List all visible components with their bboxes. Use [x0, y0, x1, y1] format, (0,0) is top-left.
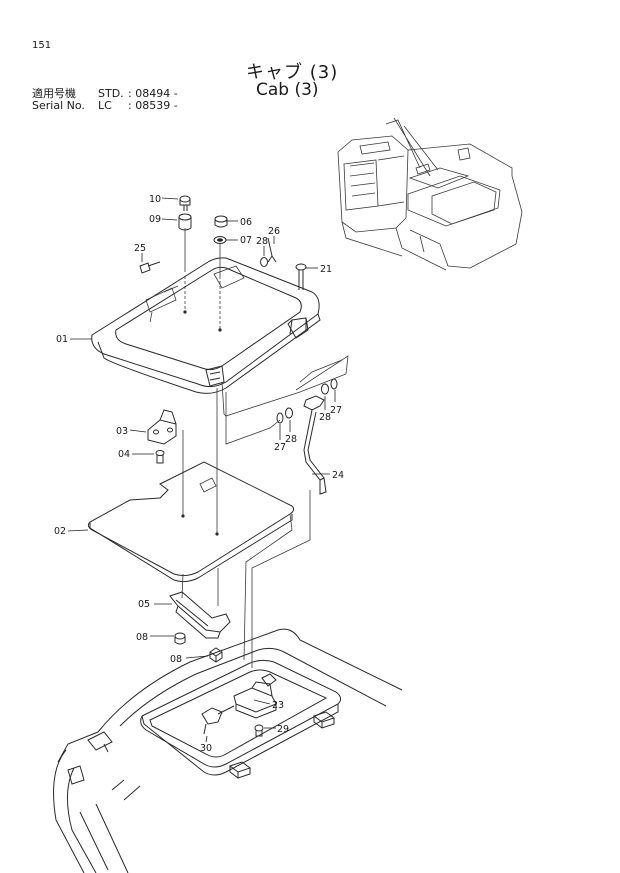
- part-02-glass-sheet: [87, 461, 295, 583]
- page-number: 151: [32, 40, 52, 51]
- callout-30: 30: [200, 743, 212, 754]
- serial-row-lc: Serial No. LC : 08539 -: [32, 100, 178, 112]
- part-29-bolt: [254, 724, 264, 737]
- callout-06: 06: [240, 217, 252, 228]
- roof-rubber-block-b: [228, 761, 252, 779]
- callout-29: 29: [277, 724, 289, 735]
- part-03-bracket: [147, 409, 177, 445]
- callout-27: 27: [330, 405, 342, 416]
- cab-roof-base: [53, 628, 403, 873]
- part-07-washer: [213, 236, 227, 244]
- serial-label: Serial No.: [32, 99, 85, 112]
- assembly-center-lines: [181, 228, 222, 536]
- part-05-handle: [169, 591, 231, 639]
- part-28-ring-b: [285, 407, 293, 419]
- part-06-cap: [214, 215, 228, 228]
- callout-25: 25: [134, 243, 146, 254]
- callout-28: 28: [256, 236, 268, 247]
- part-23-latch: [233, 673, 277, 719]
- callout-07: 07: [240, 235, 252, 246]
- page-title-japanese: キャブ (3): [246, 62, 339, 83]
- part-28-ring-a: [260, 257, 268, 267]
- page-title-english: Cab (3): [256, 80, 319, 100]
- callout-02: 02: [54, 526, 66, 537]
- callout-labels: 10 09 06 07 25 26 28 21 01 03 04 02 05 0…: [54, 194, 344, 754]
- callout-05: 05: [138, 599, 150, 610]
- part-27-washer-b: [330, 378, 338, 390]
- callout-04: 04: [118, 449, 130, 460]
- callout-26: 26: [268, 226, 280, 237]
- part-08-nut-a: [174, 632, 186, 645]
- callout-28: 28: [319, 412, 331, 423]
- part-10-bolt: [179, 195, 191, 211]
- part-26-clip: [267, 237, 277, 263]
- callout-08: 08: [136, 632, 148, 643]
- callout-leader-lines: [67, 197, 336, 743]
- assembly-connector-lines: [181, 355, 349, 668]
- callout-27: 27: [274, 442, 286, 453]
- callout-24: 24: [332, 470, 344, 481]
- part-09-collar: [178, 213, 192, 231]
- part-04-bolt: [155, 450, 165, 464]
- callout-23: 23: [272, 700, 284, 711]
- part-28-ring-c: [321, 383, 329, 395]
- callout-28: 28: [285, 434, 297, 445]
- serial-value: : 08539 -: [128, 99, 178, 112]
- part-24-link-rod: [303, 395, 327, 495]
- callout-09: 09: [149, 214, 161, 225]
- callout-08: 08: [170, 654, 182, 665]
- part-01-window-frame: [91, 257, 321, 394]
- excavator-overview-illustration: [337, 117, 523, 271]
- serial-value: : 08494 -: [128, 87, 178, 100]
- callout-01: 01: [56, 334, 68, 345]
- serial-row-std: 適用号機 STD. : 08494 -: [32, 88, 178, 100]
- callout-21: 21: [320, 264, 332, 275]
- callout-10: 10: [149, 194, 161, 205]
- callout-03: 03: [116, 426, 128, 437]
- part-27-washer-a: [276, 412, 284, 424]
- part-30-knob: [201, 705, 235, 735]
- serial-model: LC: [98, 99, 112, 112]
- part-21-bolt: [295, 263, 307, 290]
- serial-model: STD.: [98, 87, 124, 100]
- part-08-nut-b: [209, 647, 223, 663]
- part-25-pin: [139, 261, 161, 274]
- roof-rubber-block-a: [312, 711, 336, 729]
- serial-label: 適用号機: [32, 87, 76, 100]
